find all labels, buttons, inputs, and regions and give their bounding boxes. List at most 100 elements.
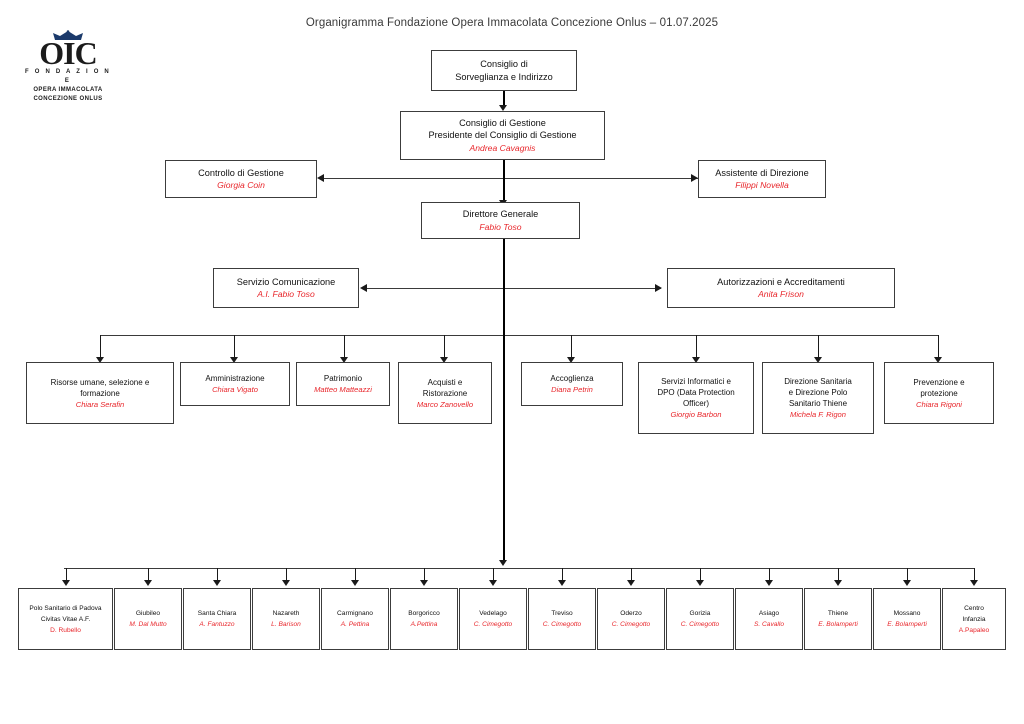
facility-box[interactable]: Nazareth L. Barison (252, 588, 320, 650)
node-autorizzazioni-accreditamenti[interactable]: Autorizzazioni e Accreditamenti Anita Fr… (667, 268, 895, 308)
node-title-line-2: Sorveglianza e Indirizzo (455, 71, 553, 82)
facility-person-name: L. Barison (271, 621, 301, 628)
dept-drop-line (696, 335, 697, 359)
arrow-down-icon (567, 357, 575, 363)
facility-drop-line (148, 568, 149, 582)
node-direttore-generale[interactable]: Direttore Generale Fabio Toso (421, 202, 580, 239)
node-person-name: Anita Frison (758, 289, 804, 300)
arrow-down-icon (340, 357, 348, 363)
department-title-line: DPO (Data Protection (657, 388, 735, 397)
facility-person-name: A.Pettina (410, 621, 438, 628)
arrow-down-icon (282, 580, 290, 586)
facility-person-name: E. Bolamperti (818, 621, 858, 628)
arrow-down-icon (440, 357, 448, 363)
facility-drop-line (838, 568, 839, 582)
facility-title-line: Thiene (827, 610, 849, 617)
department-title-line: Officer) (682, 399, 710, 408)
department-title-line: Sanitario Thiene (788, 399, 848, 408)
connector-bar-facilities (64, 568, 975, 570)
node-servizio-comunicazione[interactable]: Servizio Comunicazione A.I. Fabio Toso (213, 268, 359, 308)
arrow-down-icon (934, 357, 942, 363)
connector-bar-comunicazione-autorizzazioni (367, 288, 661, 290)
node-consiglio-sorveglianza[interactable]: Consiglio di Sorveglianza e Indirizzo (431, 50, 577, 91)
oic-logo: OIC F O N D A Z I O N E OPERA IMMACOLATA… (20, 28, 116, 104)
facility-drop-line (66, 568, 67, 582)
node-title-line-2: Presidente del Consiglio di Gestione (428, 130, 577, 141)
arrow-left-icon (317, 174, 324, 182)
connector-surveillance-to-management (503, 91, 505, 107)
node-person-name: Giorgia Coin (217, 180, 265, 191)
connector-bar-control-assistant (324, 178, 698, 180)
facility-drop-line (562, 568, 563, 582)
page-title: Organigramma Fondazione Opera Immacolata… (305, 17, 719, 29)
connector-management-down (503, 160, 505, 179)
arrow-right-icon (691, 174, 698, 182)
logo-line-2: OPERA IMMACOLATA (33, 87, 103, 93)
arrow-down-icon (765, 580, 773, 586)
facility-drop-line (907, 568, 908, 582)
department-title-line: Acquisti e (427, 377, 463, 387)
arrow-down-icon (558, 580, 566, 586)
facility-person-name: C. Cimegotto (611, 621, 651, 628)
facility-title-line: Nazareth (272, 610, 300, 617)
department-title-line: formazione (80, 388, 120, 398)
department-title-line: Direzione Sanitaria (784, 377, 852, 386)
facility-box[interactable]: Thiene E. Bolamperti (804, 588, 872, 650)
node-person-name: A.I. Fabio Toso (257, 289, 315, 300)
connector-management-to-director (503, 178, 505, 202)
arrow-down-icon (692, 357, 700, 363)
department-title-line: Risorse umane, selezione e (50, 377, 150, 387)
arrow-down-icon (489, 580, 497, 586)
department-title-line: Accoglienza (550, 374, 594, 383)
node-assistente-direzione[interactable]: Assistente di Direzione Filippi Novella (698, 160, 826, 198)
arrow-down-icon (420, 580, 428, 586)
facility-person-name: C. Cimegotto (680, 621, 720, 628)
dept-drop-line (938, 335, 939, 359)
facility-title-line: Santa Chiara (197, 610, 237, 617)
facility-drop-line (355, 568, 356, 582)
facility-drop-line (769, 568, 770, 582)
node-controllo-gestione[interactable]: Controllo di Gestione Giorgia Coin (165, 160, 317, 198)
dept-drop-line (100, 335, 101, 359)
dept-drop-line (234, 335, 235, 359)
arrow-left-icon (360, 284, 367, 292)
node-title: Servizio Comunicazione (236, 276, 336, 287)
facility-drop-line (286, 568, 287, 582)
facility-person-name: A.Papaleo (958, 626, 990, 634)
node-title: Controllo di Gestione (198, 167, 284, 178)
department-title-line: e Direzione Polo (788, 388, 848, 397)
department-person-name: Giorgio Barbon (670, 410, 722, 419)
node-person-name: Filippi Novella (735, 180, 789, 191)
facility-drop-line (974, 568, 975, 582)
arrow-down-icon (903, 580, 911, 586)
node-consiglio-gestione[interactable]: Consiglio di Gestione Presidente del Con… (400, 111, 605, 160)
facility-title-line: Infanzia (962, 615, 986, 623)
department-person-name: Matteo Matteazzi (314, 385, 372, 394)
crown-icon (20, 28, 116, 40)
facility-drop-line (424, 568, 425, 582)
department-title-line: Ristorazione (422, 388, 468, 398)
node-title-line-1: Consiglio di (480, 58, 528, 69)
department-person-name: Michela F. Rigon (790, 410, 846, 419)
